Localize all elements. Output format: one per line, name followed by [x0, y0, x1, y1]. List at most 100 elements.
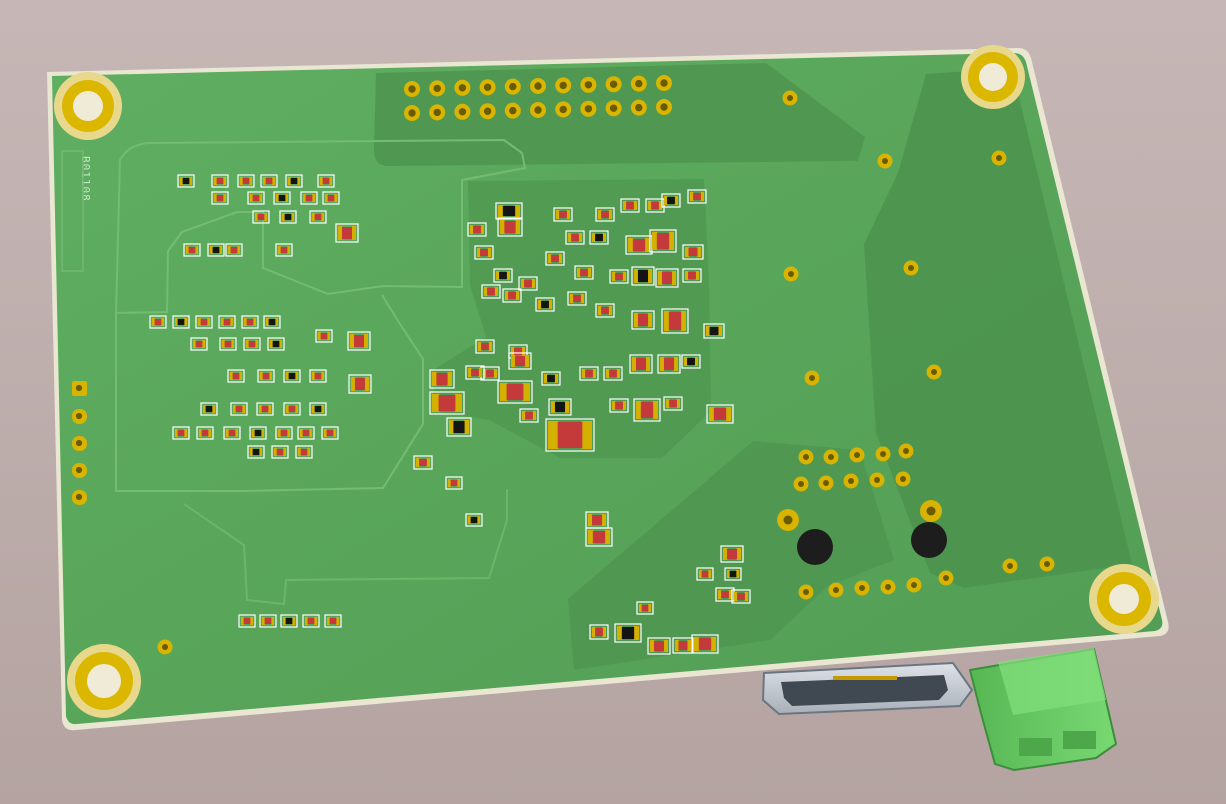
- component-pad-left: [598, 210, 602, 219]
- component-pad-left: [588, 514, 593, 526]
- component-outline: [238, 614, 256, 628]
- component-pad-right: [604, 530, 610, 544]
- header-pin-drill: [408, 85, 416, 93]
- component-outline: [275, 243, 293, 257]
- component-body: [327, 195, 335, 201]
- component-pad-left: [198, 318, 201, 326]
- component-pad-right: [161, 318, 164, 326]
- component-pad-left: [588, 530, 594, 544]
- component-outline: [481, 284, 501, 299]
- component-body: [637, 270, 649, 282]
- component-pad-right: [736, 570, 739, 578]
- component-outline: [321, 426, 339, 440]
- component-body: [322, 178, 330, 184]
- component-body: [601, 307, 609, 314]
- component-body: [230, 247, 238, 253]
- component-body: [264, 618, 272, 624]
- component-outline: [548, 398, 572, 416]
- component-outline: [285, 174, 303, 188]
- big-pad-drill: [783, 515, 793, 525]
- via-drill: [854, 452, 860, 458]
- component-pad-left: [606, 369, 610, 378]
- component-pad-left: [612, 272, 616, 281]
- component-pad-left: [448, 479, 451, 487]
- component-outline: [589, 624, 609, 640]
- component-pad-left: [351, 377, 356, 391]
- header-pin-drill: [483, 83, 492, 91]
- component-pad-right: [494, 287, 498, 296]
- board-layer: [47, 48, 1169, 731]
- component-pad-right: [259, 194, 262, 202]
- component-body: [547, 375, 555, 382]
- component-outline: [241, 315, 259, 329]
- component-pad-right: [287, 246, 290, 254]
- component-body: [502, 206, 516, 216]
- components: [149, 174, 947, 655]
- component-pad-right: [710, 637, 716, 651]
- component-pad-right: [283, 448, 286, 456]
- component-pad-right: [480, 225, 484, 234]
- component-pad-left: [634, 313, 639, 327]
- component-pad-left: [180, 177, 183, 185]
- via-drill: [828, 454, 834, 460]
- via-drill: [1007, 563, 1013, 569]
- component-body: [524, 280, 532, 287]
- component-pad-left: [617, 626, 623, 640]
- component-outline: [609, 269, 629, 284]
- component-pad-right: [493, 369, 497, 378]
- component-pad-right: [592, 369, 596, 378]
- component-pad-right: [237, 246, 240, 254]
- component-body: [223, 319, 231, 325]
- component-body: [329, 618, 337, 624]
- via-drill: [788, 271, 794, 277]
- component-body: [499, 272, 507, 279]
- component-body: [254, 430, 262, 436]
- component-pad-right: [321, 372, 324, 380]
- component-outline: [302, 614, 320, 628]
- component-pad-right: [648, 604, 651, 612]
- mounting-hole-top-right-drill: [979, 63, 1007, 91]
- component-body: [450, 480, 458, 486]
- component-pad-right: [333, 429, 336, 437]
- via-drill: [903, 448, 909, 454]
- component-pad-left: [556, 210, 560, 219]
- component-body: [205, 406, 213, 412]
- component-outline: [227, 369, 245, 383]
- component-body: [453, 421, 465, 433]
- component-outline: [271, 445, 289, 459]
- component-pad-left: [500, 383, 508, 401]
- component-pad-left: [577, 268, 581, 277]
- board-label: B01108: [79, 156, 92, 202]
- component-outline: [273, 191, 291, 205]
- component-outline: [259, 614, 277, 628]
- component-pad-left: [548, 254, 552, 263]
- component-body: [656, 233, 670, 249]
- component-outline: [190, 337, 208, 351]
- component-pad-right: [531, 279, 535, 288]
- component-body: [288, 373, 296, 379]
- component-pad-left: [449, 420, 454, 434]
- component-outline: [696, 567, 714, 581]
- component-outline: [595, 303, 615, 318]
- component-pad-left: [186, 246, 189, 254]
- component-body: [609, 370, 617, 377]
- component-outline: [672, 637, 694, 654]
- component-outline: [603, 366, 623, 381]
- component-pad-left: [327, 617, 330, 625]
- component-pad-left: [500, 220, 505, 234]
- component-body: [246, 319, 254, 325]
- component-pad-left: [318, 332, 321, 340]
- component-body: [272, 341, 280, 347]
- component-pad-right: [195, 246, 198, 254]
- header-pin-drill: [458, 84, 467, 92]
- component-pad-left: [470, 225, 474, 234]
- component-body: [177, 319, 185, 325]
- left-pads: [72, 381, 87, 505]
- header-pin-drill: [609, 104, 618, 112]
- component-pad-left: [699, 570, 702, 578]
- component-pad-right: [336, 617, 339, 625]
- component-body: [302, 430, 310, 436]
- component-pad-left: [511, 347, 515, 356]
- component-outline: [324, 614, 342, 628]
- component-body: [541, 301, 549, 308]
